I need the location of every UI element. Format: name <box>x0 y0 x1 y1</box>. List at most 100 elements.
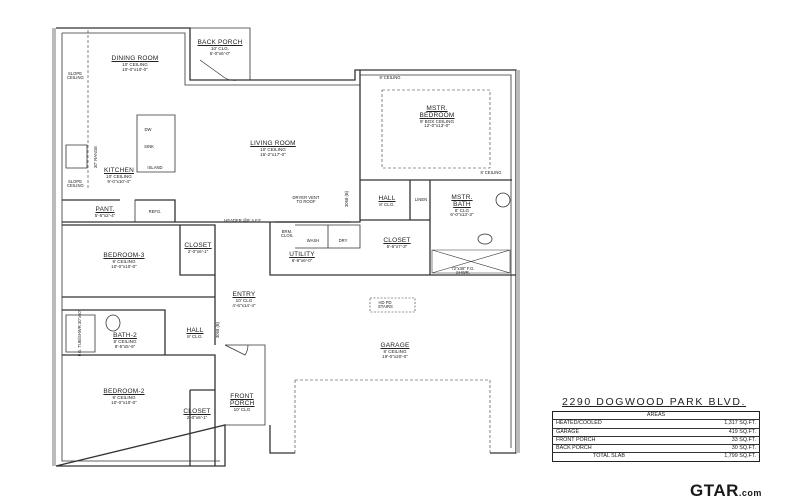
area-value: 30 SQ.FT. <box>689 444 760 453</box>
room-master-bedroom: MSTR. BEDROOM 9' BOX CEILING 12'-0"x13'-… <box>414 105 460 129</box>
note-broom-closet: BRM. CLOS. <box>281 229 294 239</box>
room-bath-2: BATH-2 8' CEILING 8'-5"x5'-6" <box>113 332 137 349</box>
exterior-hatch <box>52 28 56 466</box>
room-name: PANT. <box>95 206 115 213</box>
interior-wall <box>62 224 216 466</box>
room-master-hall: HALL 8' CLG. <box>378 195 396 208</box>
note-sink: SINK <box>144 144 154 149</box>
master-toilet <box>477 233 493 245</box>
front-porch-outline <box>225 344 266 426</box>
note-door: 3068 (B) <box>214 321 220 339</box>
logo-suffix: .com <box>738 488 762 498</box>
room-garage: GARAGE 8' CEILING 19'-0"x20'-0" <box>380 342 410 359</box>
shower <box>431 249 511 274</box>
room-size: 2'-0"x6'-1" <box>186 414 208 420</box>
room-ceiling: 10' CLG <box>235 297 253 303</box>
room-name: BATH-2 <box>113 332 137 339</box>
room-name: MSTR. BEDROOM <box>419 105 455 119</box>
room-name: LIVING ROOM <box>250 140 296 147</box>
room-size: 4'-6"x14'-4" <box>232 302 256 308</box>
room-hall: HALL 8' CLG. <box>186 327 203 340</box>
area-label: BACK PORCH <box>552 444 690 453</box>
room-ceiling: 8' CLG <box>454 207 470 213</box>
table-header: AREAS <box>553 412 760 420</box>
master-box-ceiling <box>381 89 491 169</box>
area-value: 419 SQ.FT. <box>689 427 760 437</box>
room-dining: DINING ROOM 10' CEILING 10'-0"x10'-0" <box>111 55 159 72</box>
room-master-bath: MSTR. BATH 8' CLG 6'-0"x13'-3" <box>448 194 476 218</box>
room-size: 19'-0"x20'-0" <box>382 353 408 359</box>
garage-door <box>294 379 491 453</box>
room-size: 10'-0"x10'-0" <box>122 66 148 72</box>
range <box>65 144 88 169</box>
room-size: 15'-2"x17'-0" <box>260 151 286 157</box>
room-name: FRONT PORCH <box>230 393 255 407</box>
area-value: 1,799 SQ.FT. <box>689 452 760 462</box>
note-range: 30" RANGE <box>92 145 98 169</box>
toilet <box>105 314 121 332</box>
area-label: GARAGE <box>552 427 690 437</box>
room-ceiling: 10' CEILING <box>122 61 148 67</box>
back-porch-outline <box>190 27 251 80</box>
room-name: GARAGE <box>380 342 410 349</box>
room-size: 5'-5"x2'-4" <box>94 212 116 218</box>
note-ceiling: 8' CEILING <box>480 170 502 175</box>
room-ceiling: 8' CEILING <box>112 394 136 400</box>
room-ceiling: 10' CEILING <box>260 146 286 152</box>
room-bedroom-3: BEDROOM-3 8' CEILING 10'-0"x10'-0" <box>103 252 144 269</box>
room-kitchen: KITCHEN 10' CEILING 9'-0"x10'-4" <box>104 167 134 184</box>
room-name: CLOSET <box>383 237 411 244</box>
room-master-closet: CLOSET 5'-6"x7'-3" <box>383 237 411 250</box>
room-size: 5'-6"x7'-3" <box>386 243 408 249</box>
room-size: 8'-5"x5'-6" <box>114 343 136 349</box>
room-ceiling: 8' CLG. <box>187 333 203 339</box>
kitchen-island <box>136 114 176 173</box>
room-pantry: PANT. 5'-5"x2'-4" <box>94 206 116 219</box>
door-swing <box>199 59 239 81</box>
note-tub: F.G. TUB/SHWR 30"x60" <box>76 309 82 357</box>
exterior-hatch <box>516 70 520 453</box>
washer-dryer <box>295 224 361 249</box>
room-ceiling: 9' BOX CEILING <box>419 118 455 124</box>
room-closet-2: CLOSET 2'-0"x6'-1" <box>183 408 210 421</box>
room-ceiling: 10' CEILING <box>106 173 132 179</box>
room-closet-3: CLOSET 2'-0"x6'-1" <box>184 242 211 255</box>
note-ceiling: 8' CEILING <box>379 75 401 80</box>
note-dishwasher: DW <box>144 127 152 132</box>
room-ceiling: 8' CEILING <box>112 258 136 264</box>
logo-text: GTAR <box>690 481 739 500</box>
room-size: 5'-0"x6'-0" <box>209 50 231 56</box>
attic-stairs <box>369 297 416 313</box>
note-slope-ceiling: SLOPE CEILING <box>67 71 84 81</box>
room-name: ENTRY <box>232 291 256 298</box>
room-name: UTILITY <box>289 251 315 258</box>
area-value: 33 SQ.FT. <box>689 435 760 445</box>
note-slope-ceiling: SLOPE CEILING <box>67 179 84 189</box>
door-swing <box>224 344 249 356</box>
areas-header: AREAS <box>646 412 666 418</box>
room-size: 6'-8"x6'-0" <box>291 257 313 263</box>
interior-wall <box>269 70 516 276</box>
note-header: HEADER @8' A.F.F. <box>224 218 262 223</box>
note-attic-stairs: HD PD STAIRS <box>378 300 393 310</box>
room-size: 9'-0"x10'-4" <box>107 178 131 184</box>
room-ceiling: 10' CLG <box>233 406 251 412</box>
area-label: TOTAL SLAB <box>552 452 690 462</box>
room-name: BEDROOM-2 <box>103 388 145 395</box>
note-dryer-vent: DRYER VENT TO ROOF <box>292 195 320 205</box>
room-name: HALL <box>378 195 396 202</box>
area-value: 1,317 SQ.FT. <box>689 419 760 429</box>
room-bedroom-2: BEDROOM-2 8' CEILING 10'-0"x10'-0" <box>103 388 145 405</box>
area-label: HEATED/COOLED <box>552 419 690 429</box>
address-title: 2290 DOGWOOD PARK BLVD. <box>562 396 747 408</box>
gtar-logo: GTAR.com <box>690 481 762 500</box>
room-name: DINING ROOM <box>111 55 159 62</box>
note-door: 3068 (B) <box>343 190 349 208</box>
